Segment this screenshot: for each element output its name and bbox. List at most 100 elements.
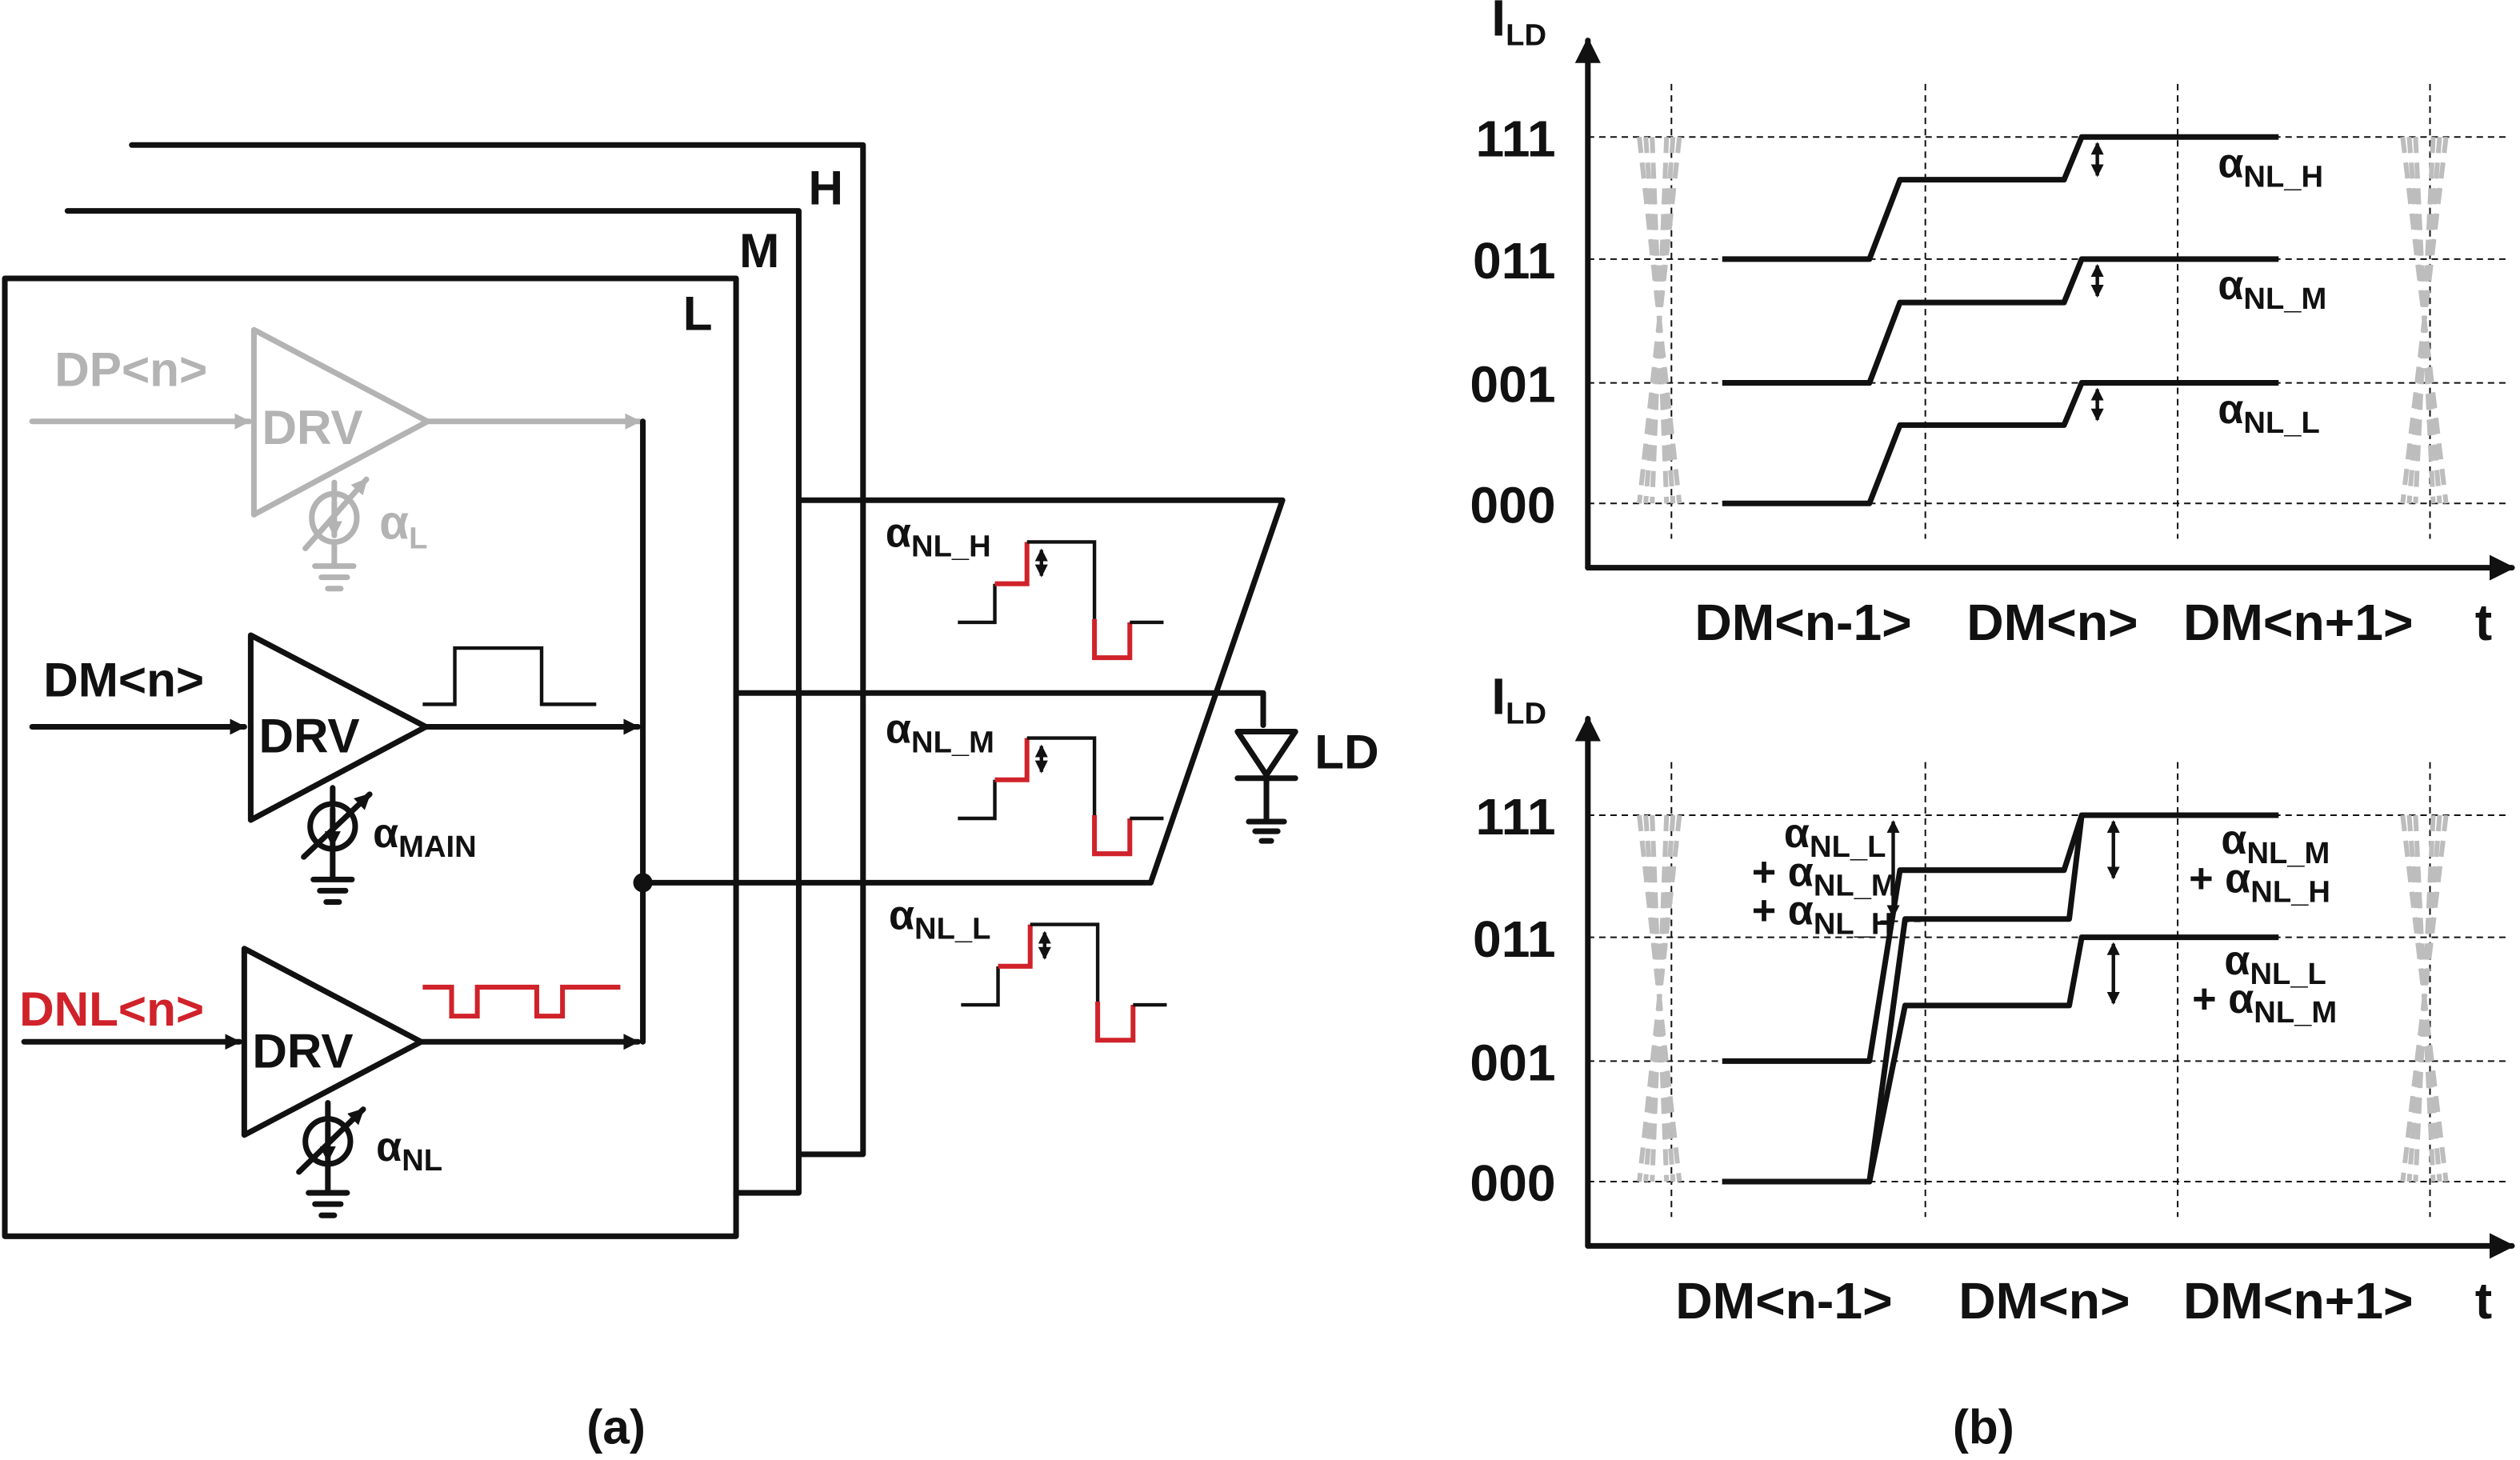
slice-waveform-nl-m: αNL_M bbox=[886, 706, 1164, 857]
laser-diode-icon bbox=[1234, 728, 1298, 844]
slice-waveforms: αNL_H αNL_M αNL_L bbox=[886, 510, 1167, 1043]
waveform-high bbox=[1026, 540, 1097, 619]
driver-dnl: DNL<n> DRV αNL bbox=[19, 946, 642, 1218]
slice-h-box: H bbox=[129, 142, 866, 1158]
nl-boost-step bbox=[994, 542, 1030, 586]
annotation-group-2: αNL_L+ αNL_M bbox=[2192, 938, 2337, 1030]
annotation-line: + αNL_H bbox=[2189, 855, 2330, 909]
drv-label-dnl: DRV bbox=[252, 1023, 353, 1078]
x-axis-label: t bbox=[2475, 1272, 2492, 1330]
waveform-high bbox=[1030, 922, 1100, 1002]
annotation-line: + αNL_H bbox=[1752, 888, 1894, 942]
ghost-line bbox=[1650, 814, 1670, 1182]
series-line-0 bbox=[1722, 812, 2279, 1064]
y-tick-label: 111 bbox=[1476, 110, 1556, 167]
x-tick-label: DM<n-1> bbox=[1675, 1272, 1892, 1330]
y-axis-label: ILD bbox=[1491, 0, 1546, 53]
y-tick-label: 000 bbox=[1470, 476, 1555, 534]
bias-label-dp: αL bbox=[379, 494, 427, 555]
waveform-high bbox=[1026, 736, 1097, 815]
pulse-waveform-dm bbox=[422, 646, 597, 706]
series-line-0 bbox=[1722, 380, 2279, 506]
annotation-line: αNL_L bbox=[2224, 938, 2326, 991]
annotation-group-0: αNL_L+ αNL_M+ αNL_H bbox=[1752, 810, 1897, 941]
nl-dip-step bbox=[1092, 814, 1133, 857]
series-line-2 bbox=[1722, 134, 2279, 262]
current-source-icon-dm bbox=[301, 785, 373, 879]
annotation-line: αNL_L bbox=[1784, 810, 1886, 864]
caption-a: (a) bbox=[586, 1399, 646, 1454]
slice-m-box: M bbox=[64, 208, 802, 1196]
waveform-label: αNL_M bbox=[886, 706, 994, 760]
y-tick-label: 000 bbox=[1470, 1154, 1555, 1212]
ground-icon-dp bbox=[312, 563, 357, 592]
annotation-nl-h: αNL_H bbox=[2218, 140, 2323, 194]
series-line-1 bbox=[1722, 256, 2279, 386]
ghost-transitions bbox=[2400, 814, 2449, 1182]
input-label-dnl: DNL<n> bbox=[19, 982, 204, 1036]
ghost-transitions bbox=[2400, 136, 2449, 504]
bias-label-dnl: αNL bbox=[376, 1124, 442, 1178]
current-source-icon-dp bbox=[302, 476, 370, 566]
output-wire-h bbox=[797, 497, 1286, 886]
waveform-rise bbox=[958, 779, 997, 821]
drv-label-dp: DRV bbox=[262, 400, 362, 454]
ghost-transitions bbox=[1637, 814, 1682, 1182]
amplifier-triangle-dp bbox=[250, 326, 430, 518]
ghost-line bbox=[2413, 814, 2436, 1182]
slice-label-l: L bbox=[683, 286, 713, 340]
slice-label-m: M bbox=[739, 223, 779, 278]
ground-icon-dnl bbox=[306, 1190, 350, 1218]
waveform-rise bbox=[961, 966, 1000, 1007]
x-tick-label: DM<n+1> bbox=[2183, 594, 2414, 651]
caption-b: (b) bbox=[1953, 1399, 2014, 1454]
driver-dp: DP<n> DRV αL bbox=[29, 326, 643, 592]
ghost-line bbox=[2413, 137, 2436, 504]
annotation-group-1: αNL_M+ αNL_H bbox=[2189, 817, 2330, 909]
drv-label-dm: DRV bbox=[258, 709, 359, 763]
waveform-label: αNL_L bbox=[889, 893, 991, 946]
driver-dm: DM<n> DRV αMAIN bbox=[29, 632, 642, 905]
waveform-rise bbox=[958, 583, 997, 625]
y-tick-label: 001 bbox=[1470, 356, 1555, 414]
y-tick-label: 111 bbox=[1476, 788, 1556, 846]
panel-b: ILD000001011111DM<n-1>DM<n>DM<n+1>tαNL_H… bbox=[1470, 0, 2515, 1454]
output-wire-m bbox=[733, 690, 1266, 728]
x-tick-label: DM<n-1> bbox=[1694, 594, 1911, 651]
slice-waveform-nl-l: αNL_L bbox=[889, 893, 1167, 1043]
x-tick-label: DM<n> bbox=[1958, 1272, 2130, 1330]
annotation-nl-l: αNL_L bbox=[2218, 386, 2319, 440]
y-tick-label: 001 bbox=[1470, 1034, 1555, 1091]
panel-a: H M L DP<n> DRV bbox=[2, 142, 1379, 1454]
input-label-dm: DM<n> bbox=[43, 652, 204, 706]
nl-boost-step bbox=[998, 924, 1033, 969]
input-label-dp: DP<n> bbox=[54, 342, 207, 397]
ghost-line bbox=[1650, 137, 1670, 504]
nl-dip-step bbox=[1095, 1002, 1136, 1043]
annotation-nl-m: αNL_M bbox=[2218, 262, 2326, 316]
ghost-transitions bbox=[1637, 136, 1682, 504]
y-tick-label: 011 bbox=[1473, 232, 1556, 290]
nl-pulse-waveform bbox=[422, 984, 621, 1019]
annotation-line: + αNL_M bbox=[1752, 849, 1897, 902]
x-tick-label: DM<n> bbox=[1966, 594, 2138, 651]
annotation-line: αNL_M bbox=[2221, 817, 2330, 870]
slice-label-h: H bbox=[808, 161, 843, 215]
x-axis-label: t bbox=[2475, 594, 2492, 651]
nl-boost-step bbox=[994, 738, 1030, 782]
waveform-label: αNL_H bbox=[886, 510, 991, 563]
nl-dip-step bbox=[1092, 618, 1133, 661]
ld-label: LD bbox=[1314, 725, 1378, 779]
amplifier-triangle-dm bbox=[247, 632, 429, 823]
y-axis-label: ILD bbox=[1491, 667, 1546, 730]
y-tick-label: 011 bbox=[1473, 910, 1556, 968]
x-tick-label: DM<n+1> bbox=[2183, 1272, 2414, 1330]
bias-label-dm: αMAIN bbox=[373, 810, 477, 864]
series-line-2 bbox=[1722, 934, 2279, 1185]
slice-l-box: L bbox=[2, 275, 739, 1239]
annotation-line: + αNL_M bbox=[2192, 976, 2337, 1030]
slice-waveform-nl-h: αNL_H bbox=[886, 510, 1164, 661]
